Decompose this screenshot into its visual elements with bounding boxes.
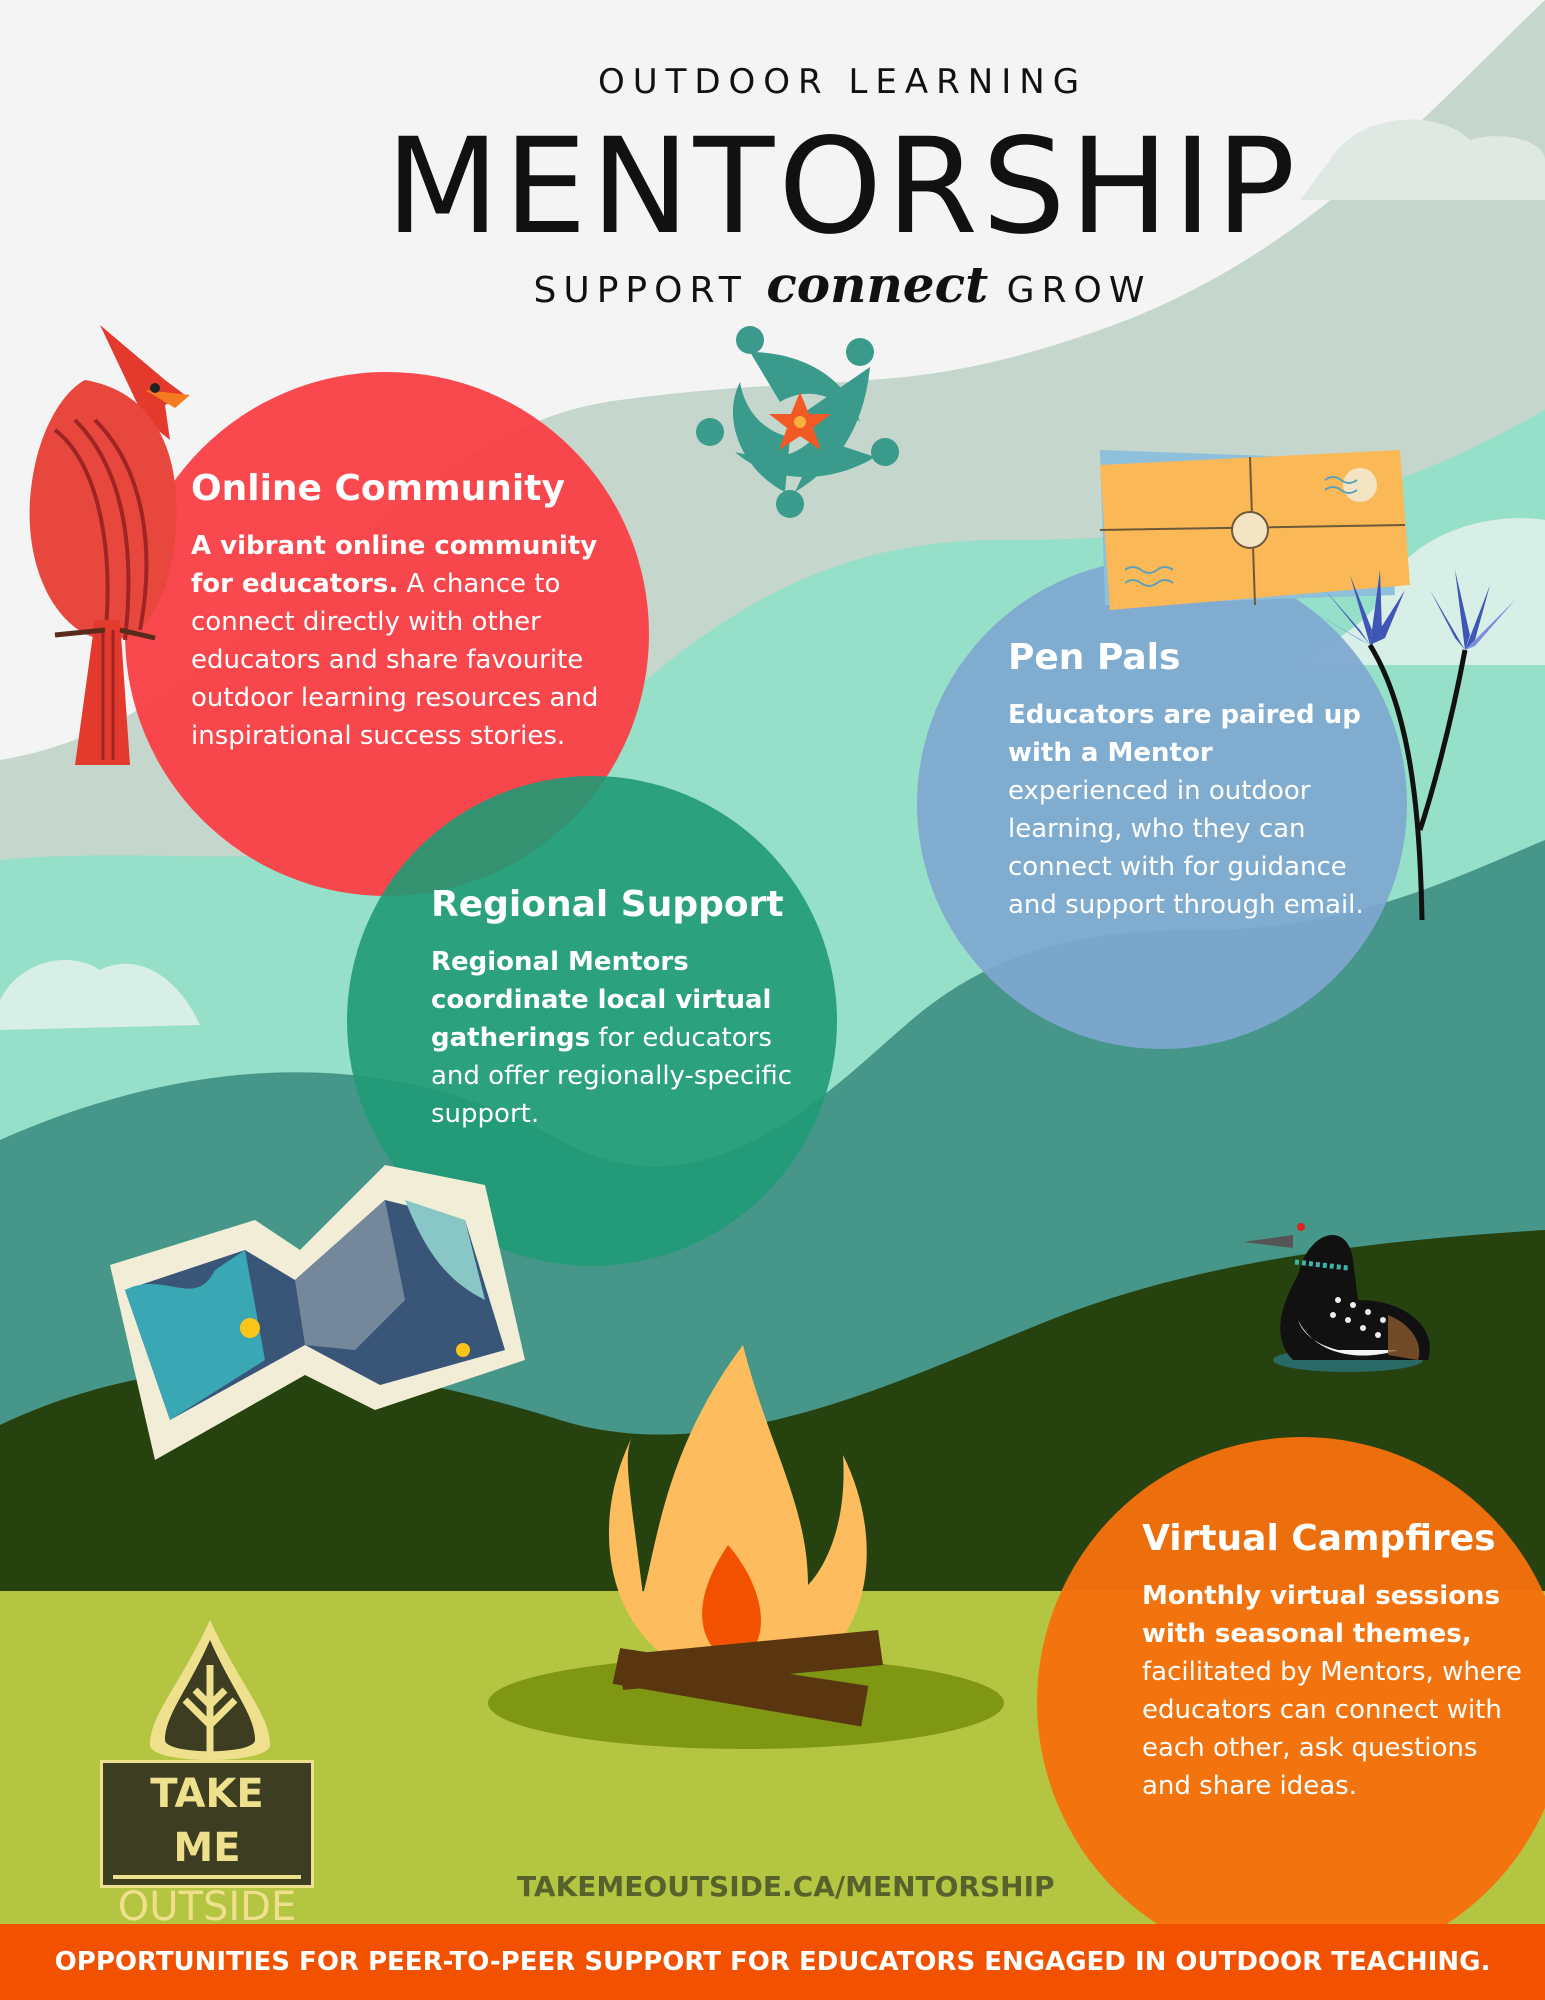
loon-icon: [1243, 1223, 1430, 1372]
blue-flowers-icon: [1310, 570, 1515, 921]
card-highlight: Educators are paired up with a Mentor: [1008, 700, 1361, 768]
community-emblem-icon: [696, 326, 899, 518]
card-highlight: Regional Mentors coordinate local virtua…: [431, 947, 772, 1053]
card-highlight: Monthly virtual sessions with seasonal t…: [1142, 1581, 1501, 1649]
map-icon: [110, 1165, 525, 1460]
campfire-icon: [488, 1345, 1004, 1749]
logo-wordmark: TAKE ME OUTSIDE: [100, 1760, 314, 1930]
virtual-campfires-circle: [1037, 1437, 1545, 1967]
footer-banner: OPPORTUNITIES FOR PEER-TO-PEER SUPPORT F…: [0, 1924, 1545, 2000]
regional-support-card: Regional Support Regional Mentors coordi…: [431, 884, 801, 1133]
card-body: for educators and offer regionally-speci…: [431, 1023, 793, 1129]
leaf-logo-icon: [150, 1620, 270, 1765]
tagline-connect: connect: [766, 255, 989, 314]
website-link[interactable]: TAKEMEOUTSIDE.CA/MENTORSHIP: [517, 1870, 1055, 1903]
cardinal-icon: [29, 325, 190, 765]
tagline: SUPPORT connect GROW: [0, 255, 1545, 314]
card-body: facilitated by Mentors, where educators …: [1142, 1657, 1522, 1801]
tagline-support: SUPPORT: [533, 270, 748, 311]
header-kicker: OUTDOOR LEARNING: [597, 62, 1088, 102]
tagline-grow: GROW: [1006, 270, 1152, 311]
pen-pals-circle: [917, 559, 1407, 1049]
logo-line-2: OUTSIDE: [117, 1884, 297, 1930]
pen-pals-card: Pen Pals Educators are paired up with a …: [1008, 637, 1378, 924]
card-highlight: A vibrant online community for educators…: [191, 531, 598, 599]
online-community-card: Online Community A vibrant online commun…: [191, 468, 611, 755]
card-body: experienced in outdoor learning, who the…: [1008, 776, 1364, 920]
envelope-icon: [1099, 450, 1410, 610]
virtual-campfires-card: Virtual Campfires Monthly virtual sessio…: [1142, 1518, 1522, 1805]
card-title: Online Community: [191, 468, 565, 509]
take-me-outside-logo: TAKE ME OUTSIDE: [100, 1615, 320, 1930]
card-title: Pen Pals: [1008, 637, 1181, 678]
card-title: Regional Support: [431, 884, 784, 925]
page-title: MENTORSHIP: [385, 110, 1300, 264]
card-body: A chance to connect directly with other …: [191, 569, 599, 751]
card-title: Virtual Campfires: [1142, 1518, 1496, 1559]
logo-line-1: TAKE ME: [113, 1767, 301, 1879]
